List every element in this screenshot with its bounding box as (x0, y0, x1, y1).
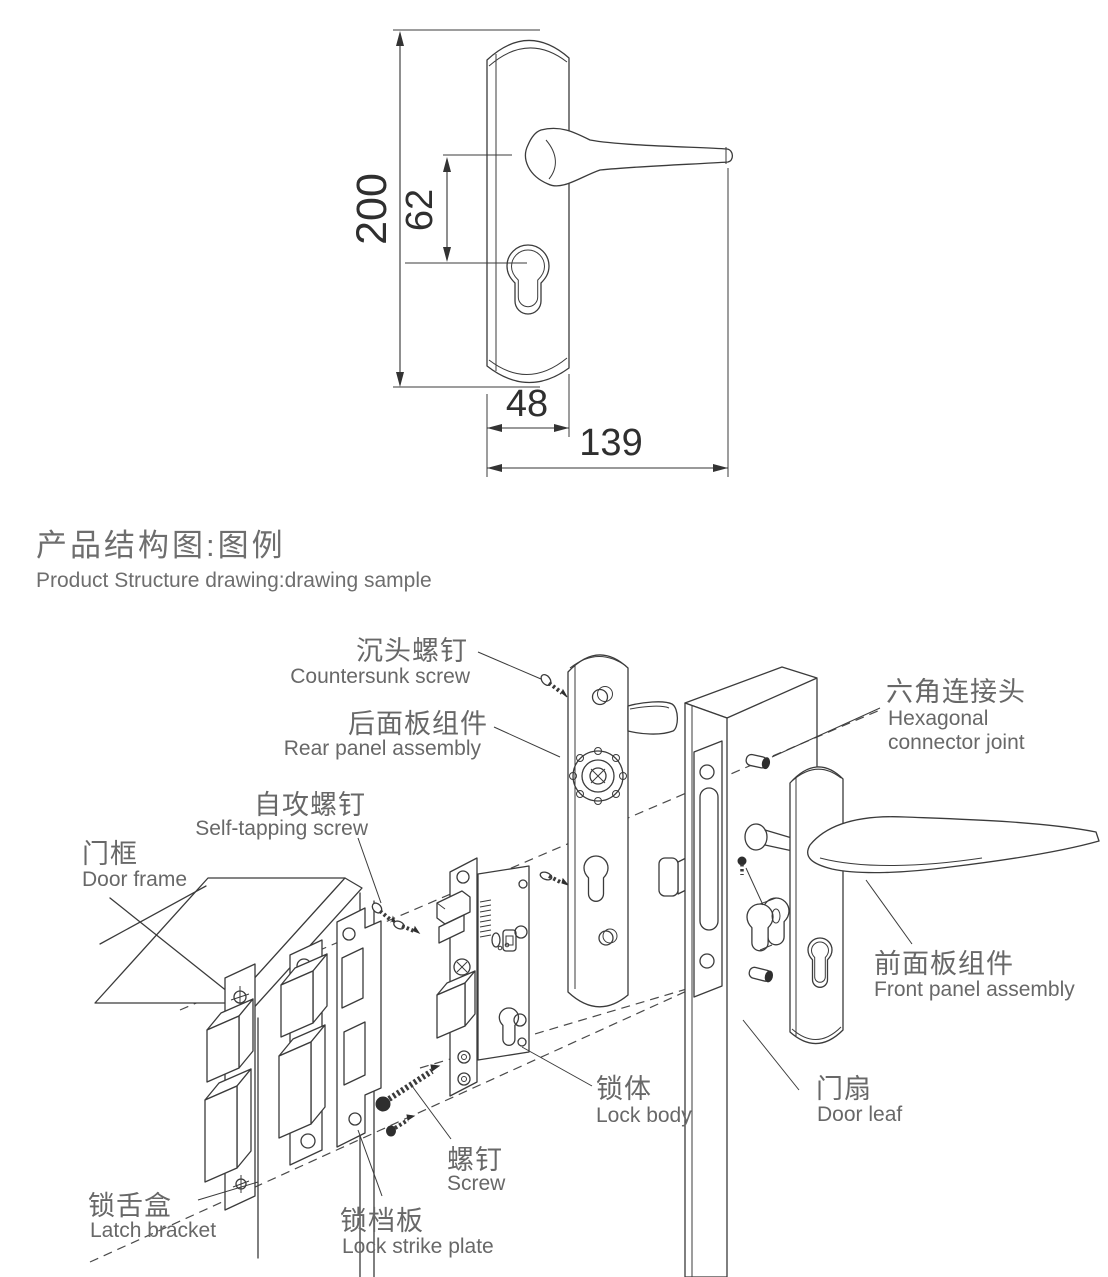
label-latch-bracket: 锁舌盒 Latch bracket (88, 1181, 259, 1242)
dim-62-value: 62 (399, 189, 441, 231)
label-screw-en: Screw (447, 1172, 506, 1195)
dim-48: 48 (487, 383, 569, 432)
label-strike-plate-zh: 锁档板 (340, 1206, 424, 1236)
label-screw: 螺钉 Screw (411, 1085, 506, 1195)
label-rear-panel-en: Rear panel assembly (284, 737, 482, 760)
label-strike-plate: 锁档板 Lock strike plate (340, 1129, 494, 1258)
label-lock-body-zh: 锁体 (596, 1074, 652, 1104)
label-door-leaf: 门扇 Door leaf (742, 1019, 902, 1126)
dim-48-value: 48 (506, 383, 548, 425)
labels: 沉头螺钉 Countersunk screw 后面板组件 Rear panel … (82, 636, 1075, 1258)
label-countersunk-screw: 沉头螺钉 Countersunk screw (290, 636, 542, 688)
label-door-leaf-zh: 门扇 (816, 1074, 872, 1104)
label-door-frame-en: Door frame (82, 868, 187, 891)
door-frame-drawing (94, 877, 375, 1277)
section-title: 产品结构图:图例 Product Structure drawing:drawi… (36, 528, 432, 592)
label-countersunk-screw-en: Countersunk screw (290, 665, 471, 688)
dimension-drawing: 200 62 (348, 29, 734, 477)
strike-plate-drawing (336, 907, 382, 1148)
label-self-tapping-en: Self-tapping screw (195, 817, 369, 840)
cylinder-drawing (737, 856, 790, 952)
label-strike-plate-en: Lock strike plate (342, 1235, 494, 1258)
rear-panel-drawing (567, 654, 679, 1008)
lever-handle (524, 127, 734, 187)
dim-139-value: 139 (579, 422, 642, 464)
label-hex-connector-en2: connector joint (888, 731, 1025, 754)
label-latch-bracket-zh: 锁舌盒 (88, 1191, 172, 1221)
label-self-tapping-zh: 自攻螺钉 (254, 790, 366, 820)
dim-62: 62 (399, 157, 451, 262)
label-screw-zh: 螺钉 (447, 1145, 503, 1175)
exploded-diagram: 沉头螺钉 Countersunk screw 后面板组件 Rear panel … (82, 636, 1100, 1277)
label-latch-bracket-en: Latch bracket (90, 1219, 216, 1242)
front-panel-drawing (744, 766, 1100, 1045)
label-rear-panel: 后面板组件 Rear panel assembly (284, 709, 561, 760)
label-door-frame-zh: 门框 (82, 839, 138, 869)
keyhole (506, 244, 550, 315)
screw-icons (375, 1064, 441, 1137)
dim-200-value: 200 (348, 173, 396, 245)
label-door-leaf-en: Door leaf (817, 1103, 902, 1126)
latch-bracket-drawing (204, 963, 256, 1211)
lock-body-drawing (436, 857, 570, 1097)
hex-pin-bottom (748, 966, 774, 983)
hex-pin-top (745, 753, 771, 770)
dim-139: 139 (487, 422, 728, 472)
label-hex-connector-en1: Hexagonal (888, 707, 988, 730)
title-en: Product Structure drawing:drawing sample (36, 569, 432, 592)
spindle-hub-drawing (658, 857, 687, 897)
label-self-tapping-screw: 自攻螺钉 Self-tapping screw (195, 790, 382, 904)
label-front-panel-zh: 前面板组件 (874, 949, 1014, 979)
inner-plate-drawing (278, 939, 328, 1166)
countersunk-screw-icon (540, 674, 568, 698)
label-front-panel-en: Front panel assembly (874, 978, 1075, 1001)
door-leaf-drawing (684, 666, 818, 1277)
label-rear-panel-zh: 后面板组件 (348, 709, 488, 739)
title-zh: 产品结构图:图例 (36, 528, 286, 563)
label-lock-body: 锁体 Lock body (521, 1046, 692, 1127)
label-hex-connector-zh: 六角连接头 (886, 677, 1026, 707)
label-lock-body-en: Lock body (596, 1104, 692, 1127)
label-hex-connector: 六角连接头 Hexagonal connector joint (771, 677, 1026, 758)
self-tapping-screw-icons (371, 902, 421, 935)
label-front-panel: 前面板组件 Front panel assembly (865, 879, 1075, 1001)
dim-200: 200 (348, 31, 404, 387)
label-door-frame: 门框 Door frame (82, 839, 187, 891)
label-countersunk-screw-zh: 沉头螺钉 (356, 636, 468, 666)
plate-outline (486, 39, 570, 384)
